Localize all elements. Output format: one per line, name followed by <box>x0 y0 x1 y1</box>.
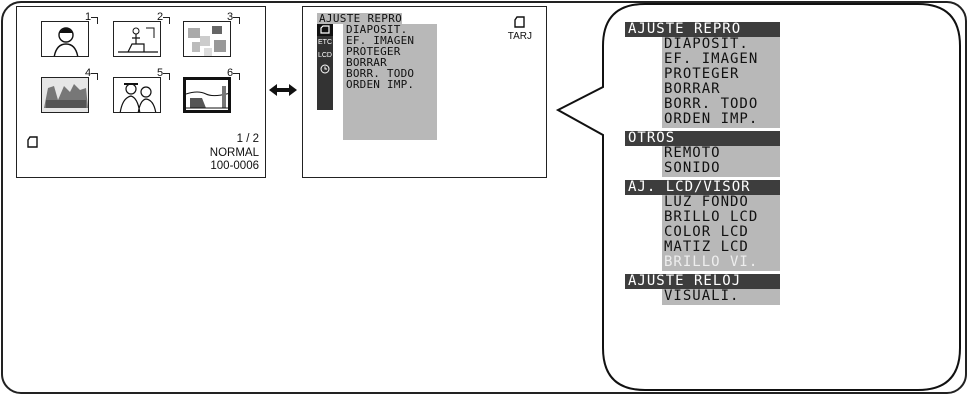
menu-item[interactable]: LUZ FONDO <box>664 194 749 210</box>
file-number: 100-0006 <box>210 160 259 172</box>
thumbnail-4[interactable] <box>41 77 89 113</box>
menu-item[interactable]: EF. IMAGEN <box>664 51 759 67</box>
portrait-icon <box>53 27 79 56</box>
menu-section-header[interactable]: OTROS <box>625 131 780 146</box>
thumbnail-1[interactable] <box>41 21 89 57</box>
memory-card-icon <box>27 133 39 152</box>
quality-label: NORMAL <box>209 147 259 159</box>
outer-frame <box>1 1 967 394</box>
menu-item[interactable]: PROTEGER <box>664 66 740 82</box>
thumbnail-number: 3 <box>227 11 234 23</box>
index-screen: 1 2 3 4 5 6 1 / 2 NORMAL 100-0006 <box>16 6 266 178</box>
menu-item[interactable]: ORDEN IMP. <box>664 111 759 127</box>
menu-section-header[interactable]: AJ. LCD/VISOR <box>625 180 780 195</box>
menu-item[interactable]: PROTEGER <box>346 45 401 58</box>
menu-item[interactable]: BORRAR <box>664 81 721 97</box>
menu-section-header[interactable]: AJUSTE REPRO <box>625 22 780 37</box>
thumbnail-2[interactable] <box>113 21 161 57</box>
group-icon <box>42 78 88 112</box>
double-arrow-icon <box>268 82 298 102</box>
thumbnail-corner-mark <box>91 73 98 80</box>
menu-item[interactable]: VISUALI. <box>664 288 740 304</box>
menu-item[interactable]: BRILLO LCD <box>664 209 759 225</box>
card-label: TARJ <box>507 31 532 42</box>
menu-section-items: VISUALI. <box>662 289 780 305</box>
menu-item[interactable]: REMOTO <box>664 145 721 161</box>
page-indicator: 1 / 2 <box>236 133 259 145</box>
thumbnail-5[interactable] <box>113 77 161 113</box>
menu-item[interactable]: COLOR LCD <box>664 224 749 240</box>
thumbnail-number: 1 <box>85 11 92 23</box>
thumbnail-corner-mark <box>233 73 240 80</box>
menu-item: BRILLO VI. <box>664 254 759 270</box>
menu-item[interactable]: SONIDO <box>664 160 721 176</box>
lcd-icon[interactable]: LCD <box>317 52 332 59</box>
seated-figure-icon <box>118 27 158 53</box>
thumbnail-6[interactable] <box>183 77 231 113</box>
menu-title: AJUSTE REPRO <box>317 12 403 25</box>
menu-item[interactable]: ORDEN IMP. <box>346 78 415 91</box>
menu-item[interactable]: DIAPOSIT. <box>346 23 408 36</box>
card-indicator: TARJ <box>508 13 532 42</box>
thumbnail-corner-mark <box>91 17 98 24</box>
playback-menu-screen: AJUSTE REPRO ETC LCD DIAPOSIT.EF. IMAGEN… <box>302 6 547 178</box>
menu-item[interactable]: DIAPOSIT. <box>664 36 749 52</box>
memory-card-icon <box>514 16 526 28</box>
thumbnail-number: 2 <box>157 11 164 23</box>
thumbnail-corner-mark <box>163 17 170 24</box>
memory-card-icon[interactable] <box>317 24 333 36</box>
menu-item[interactable]: BORR. TODO <box>664 96 759 112</box>
menu-category-column: ETC LCD <box>317 24 333 110</box>
menu-item[interactable]: MATIZ LCD <box>664 239 749 255</box>
thumbnail-number: 5 <box>157 67 164 79</box>
thumbnail-corner-mark <box>163 73 170 80</box>
thumbnail-number: 6 <box>227 67 234 79</box>
menu-section-header[interactable]: AJUSTE RELOJ <box>625 274 780 289</box>
landscape-icon <box>186 80 228 110</box>
thumbnail-3[interactable] <box>183 21 231 57</box>
thumbnail-number: 4 <box>85 67 92 79</box>
menu-item[interactable]: EF. IMAGEN <box>346 34 415 47</box>
couple-icon <box>119 83 157 112</box>
mosaic-icon <box>188 26 226 56</box>
thumbnail-corner-mark <box>233 17 240 24</box>
menu-item[interactable]: BORR. TODO <box>346 67 415 80</box>
clock-icon[interactable] <box>317 63 333 75</box>
etc-icon[interactable]: ETC <box>318 39 332 46</box>
menu-item[interactable]: BORRAR <box>346 56 387 69</box>
